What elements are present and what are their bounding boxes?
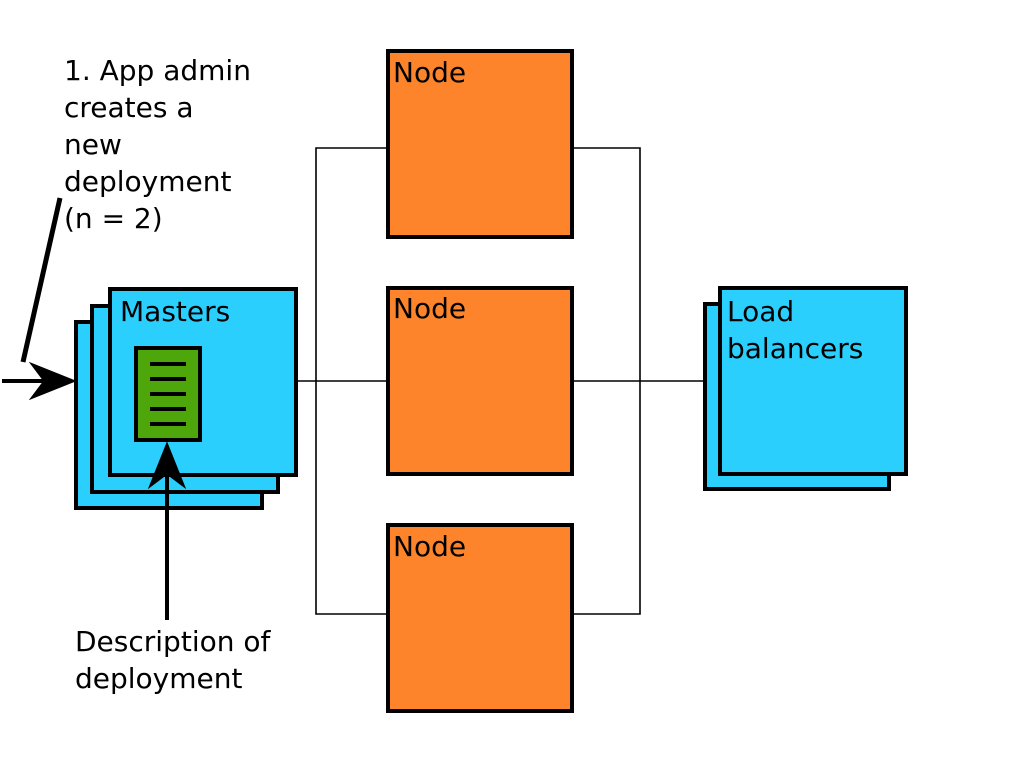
node-label-2: Node [393,292,466,325]
load-balancers-label: Load balancers [727,295,863,365]
load-balancers-label-line-2: balancers [727,332,863,365]
node-box-1 [386,49,574,239]
connector-lines [296,147,705,615]
document-icon [134,346,202,442]
master-to-node-3-line [315,381,388,615]
admin-step-text: 1. App admin creates a new deployment (n… [64,54,260,235]
masters-label: Masters [120,295,230,328]
description-annotation: Description of deployment [75,441,279,695]
admin-step-line-5: (n = 2) [64,202,163,235]
admin-step-line-3: new [64,128,122,161]
load-balancers-stack: Load balancers [703,286,908,491]
masters-stack: Masters [74,287,298,510]
description-line-1: Description of [75,625,272,658]
node-box-2 [386,286,574,476]
node-1-to-lb-line [572,147,641,381]
master-to-node-1-line [315,147,388,381]
admin-step-line-4: deployment [64,165,232,198]
load-balancers-label-line-1: Load [727,295,794,328]
node-label-3: Node [393,530,466,563]
load-balancer-card-front [718,286,908,476]
admin-step-line-1: 1. App admin [64,54,251,87]
admin-step-annotation: 1. App admin creates a new deployment (n… [2,54,260,401]
nodes-column: Node Node Node [386,49,574,713]
node-3-to-lb-line [572,381,641,615]
description-line-2: deployment [75,662,243,695]
admin-pointer-line [20,197,63,363]
description-text: Description of deployment [75,625,279,695]
admin-step-line-2: creates a [64,91,194,124]
node-box-3 [386,523,574,713]
node-label-1: Node [393,56,466,89]
